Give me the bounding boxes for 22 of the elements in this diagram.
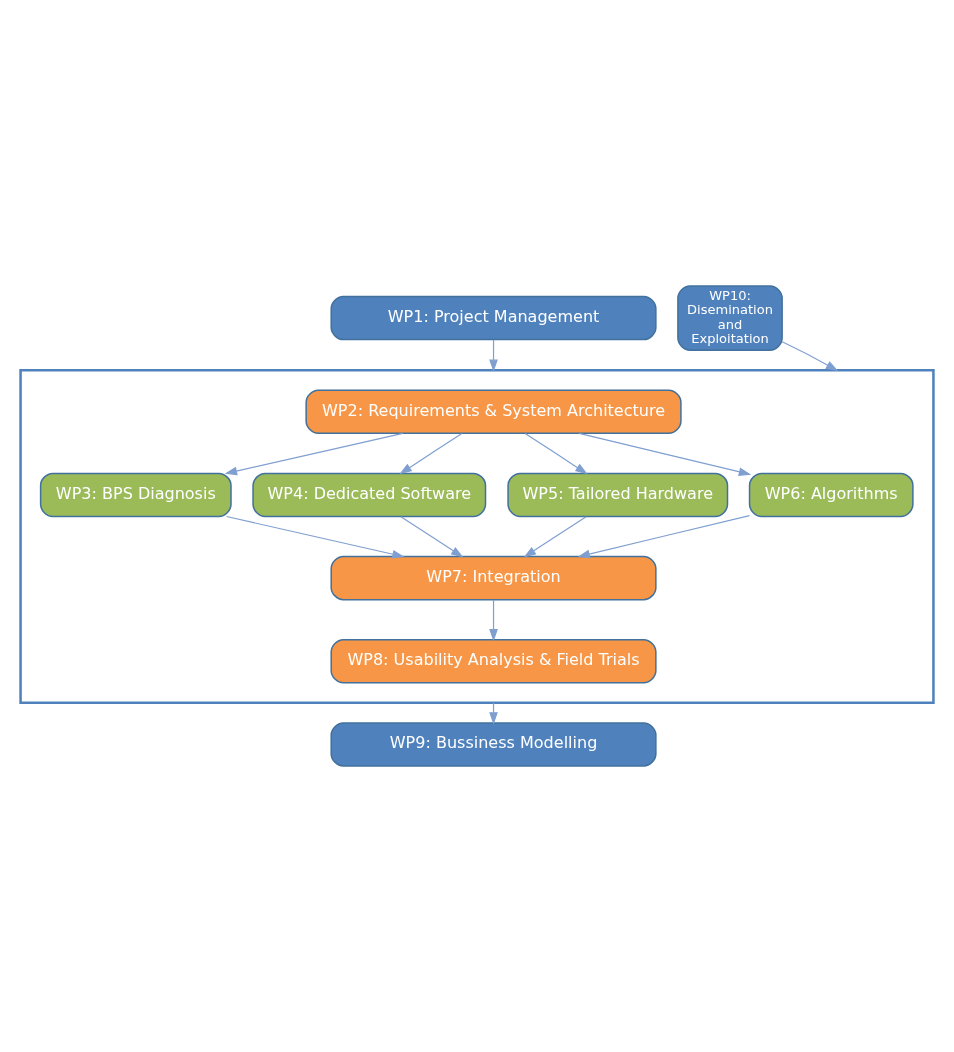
arrow <box>489 339 498 372</box>
arrow <box>399 432 463 475</box>
node-box: WP1: Project Management <box>330 295 657 341</box>
arrow <box>225 515 405 559</box>
arrow <box>523 516 587 558</box>
cluster <box>19 368 935 705</box>
node-box: WP4: Dedicated Software <box>252 472 487 518</box>
arrow <box>577 515 751 559</box>
node-box: WP7: Integration <box>330 555 657 601</box>
node-box: WP5: Tailored Hardware <box>507 472 729 518</box>
arrow <box>578 432 752 477</box>
node-box: WP2: Requirements & System Architecture <box>305 389 682 435</box>
node-box: WP9: Bussiness Modelling <box>330 722 657 767</box>
arrow <box>489 599 498 642</box>
node-box: WP10: Disemination and Exploitation <box>677 285 783 351</box>
node-box: WP3: BPS Diagnosis <box>39 472 232 518</box>
arrow <box>781 341 839 372</box>
arrow <box>224 432 404 476</box>
node-box: WP6: Algorithms <box>748 472 914 518</box>
arrow <box>400 516 464 558</box>
node-box: WP8: Usability Analysis & Field Trials <box>330 639 657 684</box>
arrow <box>524 432 588 475</box>
